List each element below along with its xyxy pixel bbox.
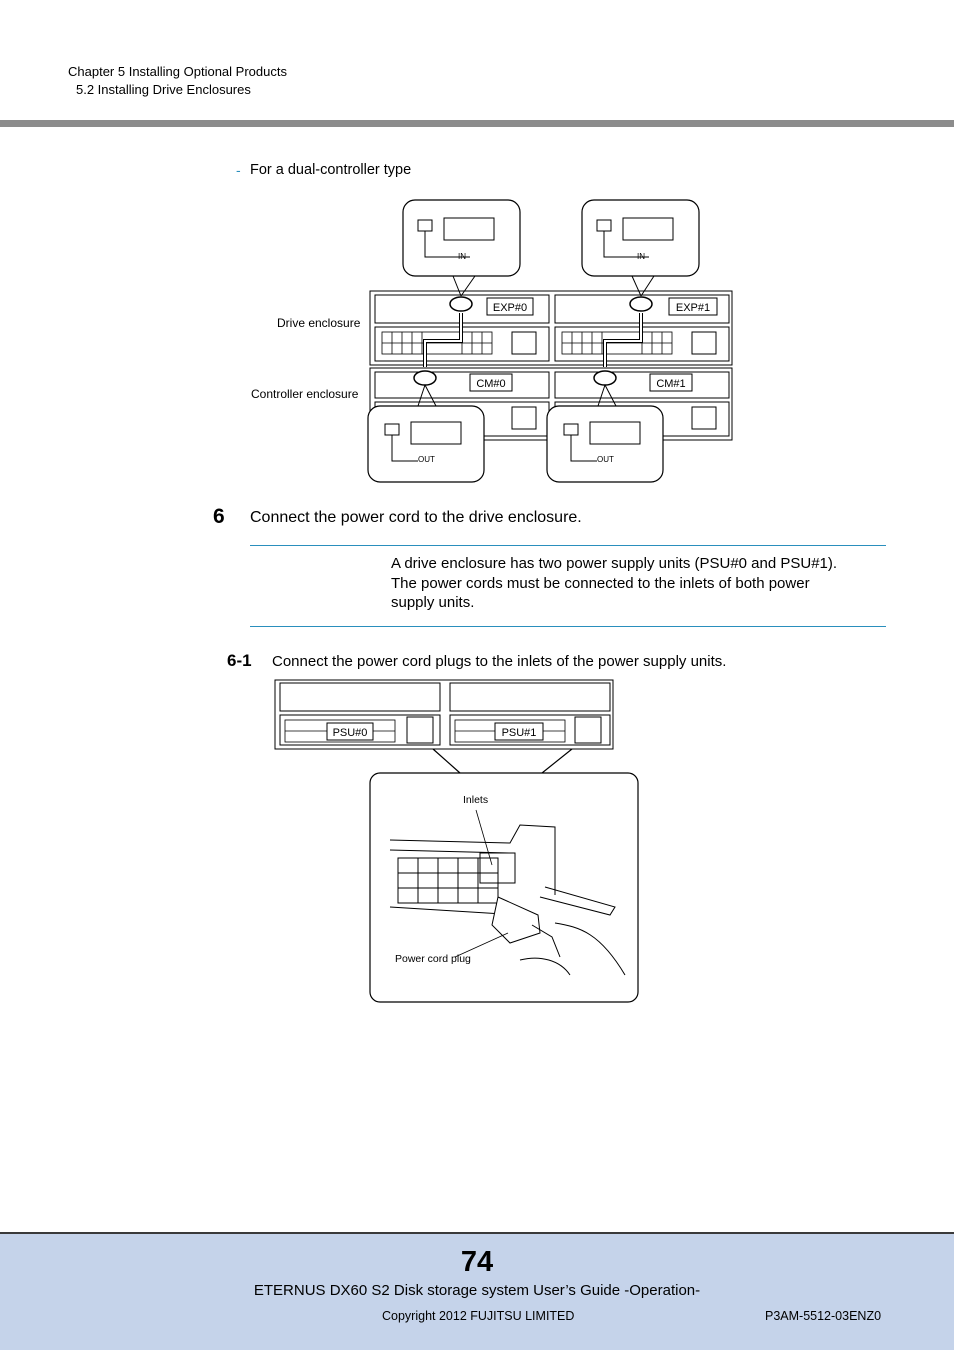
psu-inlet xyxy=(511,406,537,430)
bullet-text: For a dual-controller type xyxy=(250,162,412,178)
out-port-highlight xyxy=(593,370,617,386)
plug-label: Power cord plug xyxy=(395,953,471,965)
section-title: 5.2 Installing Drive Enclosures xyxy=(76,82,251,97)
inlet-detail xyxy=(479,852,516,884)
in-port-text: IN xyxy=(458,252,466,261)
cm0-label: CM#0 xyxy=(476,378,505,390)
step-text: Connect the power cord to the drive encl… xyxy=(250,509,582,526)
out-port-text: OUT xyxy=(597,455,614,464)
psu-inlet xyxy=(691,406,717,430)
note-line: supply units. xyxy=(391,594,475,611)
cm1-label: CM#1 xyxy=(656,378,685,390)
psu0-inlet xyxy=(406,716,434,744)
exp1-label: EXP#1 xyxy=(676,302,710,314)
in-port-highlight xyxy=(449,296,473,312)
note-line: A drive enclosure has two power supply u… xyxy=(391,555,838,572)
document-code: P3AM-5512-03ENZ0 xyxy=(765,1309,882,1323)
psu1-inlet xyxy=(574,716,602,744)
page-number: 74 xyxy=(460,1246,494,1278)
in-port-highlight xyxy=(629,296,653,312)
document-title: ETERNUS DX60 S2 Disk storage system User… xyxy=(253,1282,701,1299)
inlet-callout xyxy=(369,772,639,1003)
substep-text: Connect the power cord plugs to the inle… xyxy=(272,653,727,670)
note-rule-bottom xyxy=(250,626,886,627)
out-port-highlight xyxy=(413,370,437,386)
out-port-text: OUT xyxy=(418,455,435,464)
copyright: Copyright 2012 FUJITSU LIMITED xyxy=(382,1309,575,1323)
psu-inlet xyxy=(691,331,717,355)
psu1-label: PSU#1 xyxy=(502,727,537,739)
substep-number: 6-1 xyxy=(227,651,252,670)
note-rule-top xyxy=(250,545,886,546)
note-line: The power cords must be connected to the… xyxy=(391,574,810,592)
step-number: 6 xyxy=(213,505,225,528)
in-port-text: IN xyxy=(637,252,645,261)
cabling-diagram: EXP#0 EXP#1 CM#0 CM#1 IN IN OUT OUT xyxy=(367,199,733,483)
page-footer xyxy=(0,1232,954,1350)
bullet-dash: - xyxy=(236,162,241,178)
note-text: A drive enclosure has two power supply u… xyxy=(391,554,837,613)
inlets-label: Inlets xyxy=(463,794,488,806)
chapter-title: Chapter 5 Installing Optional Products xyxy=(68,64,287,79)
controller-enclosure-label: Controller enclosure xyxy=(251,387,359,401)
plug-body xyxy=(491,896,541,944)
power-cord-diagram: PSU#0 PSU#1 Inlets Power cord plug xyxy=(274,679,639,1003)
drive-enclosure-label: Drive enclosure xyxy=(277,316,361,330)
psu0-label: PSU#0 xyxy=(333,727,368,739)
psu-inlet xyxy=(511,331,537,355)
header-rule xyxy=(0,120,954,127)
exp0-label: EXP#0 xyxy=(493,302,527,314)
